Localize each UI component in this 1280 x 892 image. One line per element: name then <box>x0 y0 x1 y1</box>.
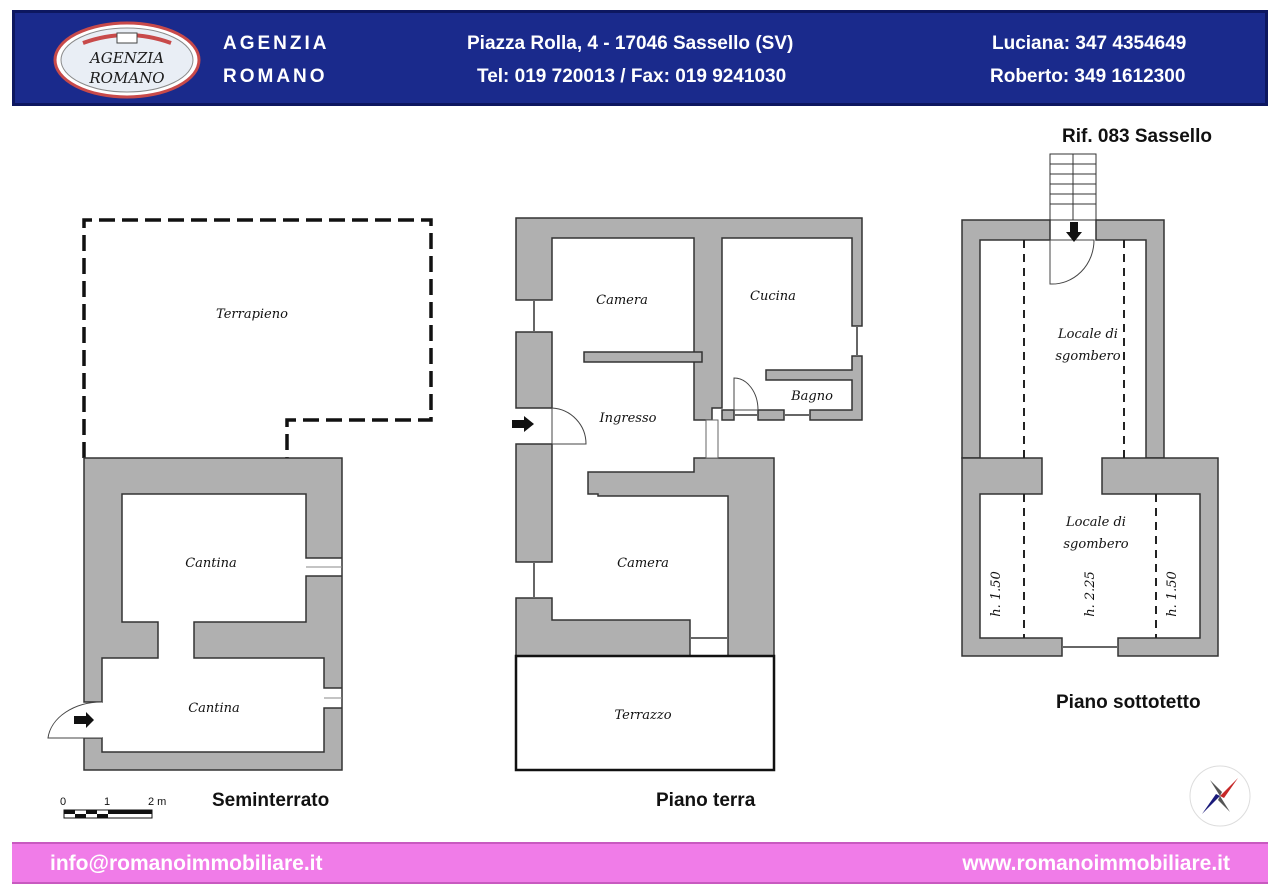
ground-walls-top <box>515 217 863 421</box>
basement-walls <box>83 457 343 771</box>
floor-title-basement: Seminterrato <box>212 790 330 811</box>
room-label-cucina: Cucina <box>750 289 796 304</box>
attic-door-swing <box>1049 239 1095 285</box>
ground-floor-plan <box>512 217 863 772</box>
camera-partition <box>583 351 703 363</box>
compass-icon <box>1189 765 1251 827</box>
contact-luciana: Luciana: 347 4354649 <box>992 33 1187 54</box>
terrapieno-outline <box>82 218 433 458</box>
room-label-cantina-upper: Cantina <box>185 556 237 571</box>
basement-plan <box>47 218 433 771</box>
floor-title-attic: Piano sottotetto <box>1056 692 1201 713</box>
terrazzo-outline <box>514 654 776 772</box>
agency-logo: AGENZIA ROMANO <box>53 21 201 99</box>
room-label-camera-lower: Camera <box>617 556 669 571</box>
room-label-cantina-lower: Cantina <box>188 701 240 716</box>
room-label-terrazzo: Terrazzo <box>614 708 671 723</box>
scale-label-1: 1 <box>104 796 111 808</box>
left-wall-upper <box>515 331 553 409</box>
room-label-locale-upper-1: Locale di <box>1057 327 1118 342</box>
footer-email-link[interactable]: info@romanoimmobiliare.it <box>50 852 323 875</box>
scale-label-0: 0 <box>60 796 67 808</box>
room-label-camera-upper: Camera <box>596 293 648 308</box>
ground-entry-arrow-icon <box>512 416 534 432</box>
footer-banner: info@romanoimmobiliare.it www.romanoimmo… <box>12 842 1268 884</box>
ground-walls-bottom <box>515 597 691 657</box>
height-label-right: h. 1.50 <box>1165 571 1180 617</box>
contact-roberto: Roberto: 349 1612300 <box>990 66 1186 87</box>
agency-name-line2: ROMANO <box>223 66 328 87</box>
attic-wall-lower-right <box>1101 457 1219 657</box>
room-label-locale-lower-2: sgombero <box>1063 537 1128 552</box>
attic-plan <box>961 153 1219 657</box>
scale-bar <box>63 809 153 819</box>
room-label-bagno: Bagno <box>790 389 833 404</box>
agency-address: Piazza Rolla, 4 - 17046 Sassello (SV) <box>467 33 794 54</box>
logo-text-2: ROMANO <box>88 69 164 87</box>
reference-code: Rif. 083 Sassello <box>1062 126 1212 147</box>
logo-text-1: AGENZIA <box>88 49 164 67</box>
room-label-locale-lower-1: Locale di <box>1065 515 1126 530</box>
height-label-left: h. 1.50 <box>989 571 1004 617</box>
floor-title-ground: Piano terra <box>656 790 756 811</box>
header-banner: AGENZIA ROMANO AGENZIA ROMANO Piazza Rol… <box>12 10 1268 106</box>
agency-name-line1: AGENZIA <box>223 33 330 54</box>
scale-label-2: 2 m <box>148 796 167 808</box>
ground-door-swing <box>551 407 587 445</box>
ingresso-passage <box>705 419 719 459</box>
left-wall-middle <box>515 443 553 563</box>
room-label-locale-upper-2: sgombero <box>1055 349 1120 364</box>
attic-stair-arrow-icon <box>1066 222 1082 242</box>
height-label-center: h. 2.25 <box>1083 571 1098 617</box>
attic-wall-lower-left <box>961 457 1063 657</box>
agency-phone-fax: Tel: 019 720013 / Fax: 019 9241030 <box>477 66 787 87</box>
room-label-terrapieno: Terrapieno <box>216 307 288 322</box>
attic-stairs <box>1049 153 1097 221</box>
footer-website-link[interactable]: www.romanoimmobiliare.it <box>962 852 1230 875</box>
attic-wall-upper-left <box>961 219 1051 459</box>
basement-entry-arrow-icon <box>74 712 94 728</box>
room-label-ingresso: Ingresso <box>599 411 657 426</box>
bath-door-swing <box>733 377 759 411</box>
bath-walls <box>765 355 863 421</box>
